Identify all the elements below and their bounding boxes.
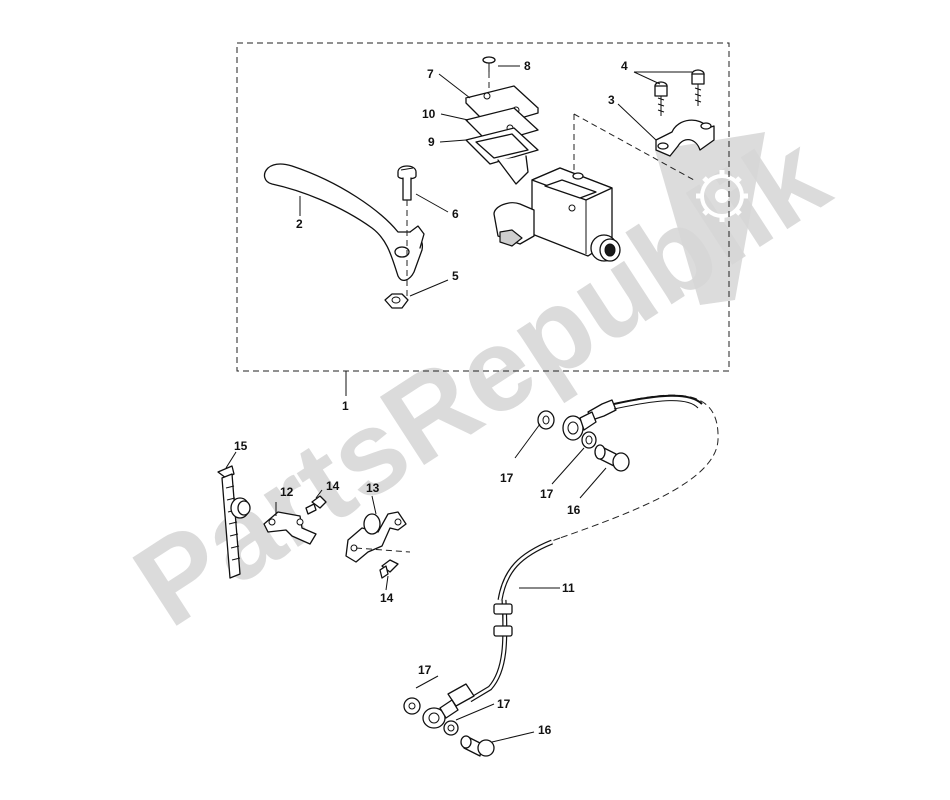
callout-5: 5: [452, 269, 459, 283]
hose-bracket-left: [263, 511, 317, 545]
bracket-bolt-upper: [305, 495, 327, 515]
master-cylinder-assembly-box: [236, 42, 730, 372]
banjo-outlet: [590, 234, 621, 262]
upper-brake-hose: [559, 394, 719, 539]
watermark: PartsRepublik: [112, 109, 850, 652]
callout-9: 9: [428, 135, 435, 149]
callout-17-upper-b: 17: [540, 487, 554, 501]
callout-4: 4: [621, 59, 628, 73]
callout-17-upper-a: 17: [500, 471, 514, 485]
upper-hose-banjo: [562, 411, 597, 441]
callout-10: 10: [422, 107, 436, 121]
lower-hose-banjo: [422, 699, 459, 729]
callout-11: 11: [562, 581, 575, 595]
clamp-bolt-left: [654, 81, 668, 116]
callout-3: 3: [608, 93, 615, 107]
callout-17-lower-a: 17: [418, 663, 432, 677]
callout-16-lower: 16: [538, 723, 552, 737]
callout-14-upper: 14: [326, 479, 340, 493]
callout-6: 6: [452, 207, 459, 221]
master-cylinder-body: [493, 113, 695, 262]
lower-brake-hose: [447, 537, 561, 707]
callout-13: 13: [366, 481, 380, 495]
cap-screw: [482, 56, 496, 92]
callout-12: 12: [280, 485, 294, 499]
callout-7: 7: [427, 67, 434, 81]
lower-sealing-washer-right: [443, 720, 459, 736]
leader-lines: [225, 65, 692, 743]
callout-8: 8: [524, 59, 531, 73]
diaphragm: [465, 127, 539, 185]
lower-sealing-washer-left: [403, 697, 421, 715]
callout-1: 1: [342, 399, 349, 413]
lever-nut: [384, 293, 409, 309]
gear-flag-icon: [655, 132, 765, 305]
hose-bracket-right: [345, 511, 411, 563]
brake-lever: [263, 163, 425, 282]
callout-17-lower-b: 17: [497, 697, 511, 711]
callout-2: 2: [296, 217, 303, 231]
callout-15: 15: [234, 439, 248, 453]
callout-14-lower: 14: [380, 591, 394, 605]
upper-banjo-bolt: [594, 444, 630, 472]
pivot-bolt: [397, 165, 417, 296]
bracket-bolt-lower: [379, 559, 399, 579]
lower-banjo-bolt: [460, 735, 495, 757]
handlebar-clamp: [655, 119, 715, 157]
callout-labels: 1 2 3 4 5 6 7 8 9 10 11 12 13 14 14 15 1…: [234, 59, 628, 737]
upper-sealing-washer-left: [537, 410, 555, 430]
upper-sealing-washer-right: [581, 431, 597, 449]
callout-16-upper: 16: [567, 503, 581, 517]
clamp-bolt-right: [691, 69, 705, 106]
hose-clip: [230, 497, 251, 519]
